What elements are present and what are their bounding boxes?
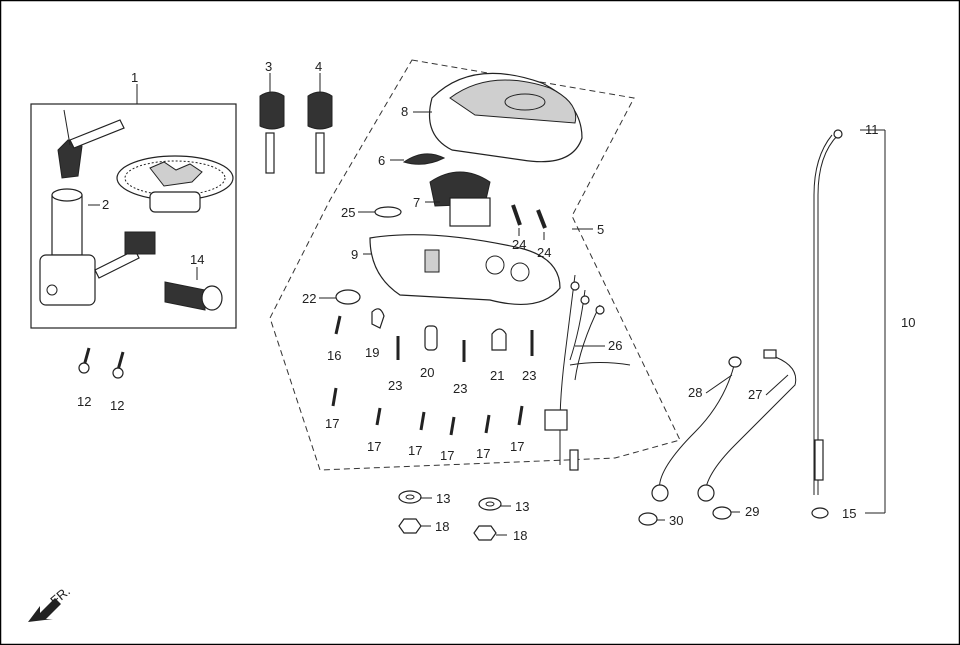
- meter-visor-8[interactable]: [428, 72, 583, 163]
- callout-17d: 17: [440, 448, 454, 463]
- screw-24b[interactable]: [536, 209, 547, 229]
- screw-12b[interactable]: [112, 351, 125, 379]
- callout-24b: 24: [537, 245, 551, 260]
- callout-26: 26: [608, 338, 622, 353]
- callout-24a: 24: [512, 237, 526, 252]
- meter-panel-7[interactable]: [429, 171, 491, 227]
- nut-18b[interactable]: [473, 525, 497, 541]
- callout-12a: 12: [77, 394, 91, 409]
- meter-case-9[interactable]: [369, 234, 561, 306]
- grommet-29[interactable]: [712, 506, 732, 520]
- callout-6: 6: [378, 153, 385, 168]
- callout-14: 14: [190, 252, 204, 267]
- callout-23a: 23: [388, 378, 402, 393]
- callout-30: 30: [669, 513, 683, 528]
- screw-12a[interactable]: [78, 347, 91, 374]
- washer-13a[interactable]: [398, 490, 422, 504]
- callout-28: 28: [688, 385, 702, 400]
- wire-harness-26[interactable]: [544, 274, 631, 471]
- callout-5: 5: [597, 222, 604, 237]
- callout-17e: 17: [476, 446, 490, 461]
- callout-17c: 17: [408, 443, 422, 458]
- bulb-21[interactable]: [491, 328, 507, 351]
- cable-27[interactable]: [697, 349, 797, 502]
- lens-6[interactable]: [402, 153, 446, 165]
- key-4[interactable]: [307, 73, 333, 174]
- callout-13a: 13: [436, 491, 450, 506]
- callout-25: 25: [341, 205, 355, 220]
- washer-13b[interactable]: [478, 497, 502, 511]
- grommet-30[interactable]: [638, 512, 658, 526]
- meter-assembly-boundary: [269, 59, 681, 471]
- group-box: [30, 103, 237, 329]
- socket-20[interactable]: [424, 325, 438, 351]
- callout-15: 15: [842, 506, 856, 521]
- callout-8: 8: [401, 104, 408, 119]
- callout-27: 27: [748, 387, 762, 402]
- nut-18a[interactable]: [398, 518, 422, 534]
- bulb-19[interactable]: [371, 308, 385, 329]
- screw-16[interactable]: [334, 315, 342, 335]
- callout-18b: 18: [513, 528, 527, 543]
- washer-15[interactable]: [811, 507, 829, 519]
- callout-11: 11: [865, 122, 879, 137]
- clamp-22[interactable]: [335, 289, 361, 305]
- callout-23c: 23: [522, 368, 536, 383]
- screw-24a[interactable]: [511, 204, 522, 226]
- key-3[interactable]: [259, 73, 285, 174]
- callout-22: 22: [302, 291, 316, 306]
- callout-4: 4: [315, 59, 322, 74]
- callout-18a: 18: [435, 519, 449, 534]
- callout-13b: 13: [515, 499, 529, 514]
- screws-17[interactable]: [331, 387, 524, 436]
- callout-1: 1: [131, 70, 138, 85]
- callout-29: 29: [745, 504, 759, 519]
- callout-17f: 17: [510, 439, 524, 454]
- leader-lines: [88, 111, 885, 536]
- callout-10: 10: [901, 315, 915, 330]
- callout-3: 3: [265, 59, 272, 74]
- callout-23b: 23: [453, 381, 467, 396]
- callout-17a: 17: [325, 416, 339, 431]
- callout-19: 19: [365, 345, 379, 360]
- grommet-25[interactable]: [374, 206, 402, 218]
- callout-21: 21: [490, 368, 504, 383]
- callout-2: 2: [102, 197, 109, 212]
- callout-12b: 12: [110, 398, 124, 413]
- callout-20: 20: [420, 365, 434, 380]
- callout-9: 9: [351, 247, 358, 262]
- callout-7: 7: [413, 195, 420, 210]
- direction-arrow-icon: [28, 598, 61, 622]
- callout-16: 16: [327, 348, 341, 363]
- callout-17b: 17: [367, 439, 381, 454]
- speedometer-cable-10[interactable]: [813, 129, 886, 513]
- ignition-switch-set[interactable]: [30, 84, 237, 329]
- cable-28[interactable]: [651, 356, 742, 502]
